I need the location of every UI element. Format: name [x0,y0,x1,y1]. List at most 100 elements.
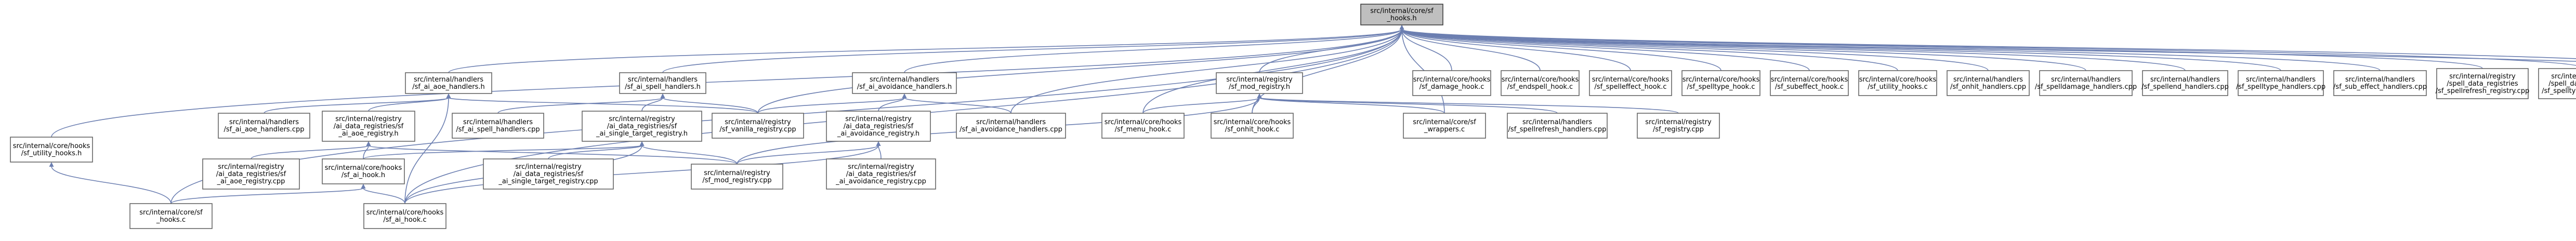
edge-aoe_reg_cpp-to-aoe_reg_h [251,145,369,159]
node-label-line: /sf_endspell_hook.c [1507,83,1573,91]
edge-hooks_c-to-utility_h [51,166,172,204]
node-box [10,137,93,163]
node-label-line: /sf_damage_hook.c [1420,83,1484,91]
file-node[interactable]: src/internal/handlers/sf_sub_effect_hand… [2333,70,2427,96]
file-node[interactable]: src/internal/registry/sf_mod_registry.cp… [691,164,783,190]
edge-aihook_c-to-aihook_h [363,188,405,204]
node-label-line: /sf_ai_avoidance_handlers.h [857,83,952,91]
file-node[interactable]: src/internal/registry/ai_data_registries… [826,158,936,190]
edge-avoid_reg_cpp-to-avoid_reg_h [878,145,882,159]
node-label-line: src/internal/core/sf [1370,7,1434,15]
file-node[interactable]: src/internal/core/hooks/sf_menu_hook.c [1101,113,1185,139]
file-node[interactable]: src/internal/registry/ai_data_registries… [582,111,702,142]
file-node[interactable]: src/internal/core/hooks/sf_onhit_hook.c [1211,113,1294,139]
edge-spell_cpp-to-spell_h [497,97,663,114]
nodes-layer: src/internal/core/sf_hooks.hsrc/internal… [10,4,2576,229]
file-node[interactable]: src/internal/handlers/sf_spellrefresh_ha… [1507,113,1608,139]
file-node[interactable]: src/internal/core/hooks/sf_spelltype_hoo… [1681,70,1760,96]
file-node[interactable]: src/internal/handlers/sf_ai_aoe_handlers… [218,113,310,139]
file-node[interactable]: src/internal/registry/ai_data_registries… [202,158,300,190]
node-box [1211,113,1294,139]
node-label-line: src/internal/core/hooks [1771,76,1848,84]
arrowhead-vanilla_cpp-to-spell_h [660,93,665,98]
node-label-line: src/internal/registry [725,118,791,126]
node-box [218,113,310,139]
file-node[interactable]: src/internal/registry/sf_mod_registry.h [1216,72,1303,94]
arrowhead-modreg_cpp-to-aoe_reg_h [366,141,371,146]
node-label-line: /ai_data_registries/sf [846,170,916,178]
file-node[interactable]: src/internal/core/hooks/sf_ai_hook.c [363,203,446,229]
node-label-line: /sf_ai_spell_handlers.cpp [456,126,540,133]
node-label-line: /sf_spellrefresh_registry.cpp [2436,87,2529,95]
file-node[interactable]: src/internal/handlers/sf_onhit_handlers.… [1947,70,2030,96]
node-box [2238,70,2324,96]
file-node[interactable]: src/internal/registry/spell_data_registr… [2538,68,2576,99]
file-node[interactable]: src/internal/handlers/sf_spelltype_handl… [2236,70,2325,96]
file-node[interactable]: src/internal/core/sf_hooks.c [129,203,213,229]
file-node[interactable]: src/internal/handlers/sf_spelldamage_han… [2035,70,2137,96]
node-label-line: /ai_data_registries/sf [844,123,914,130]
node-label-line: src/internal/core/hooks [1683,76,1760,84]
file-node[interactable]: src/internal/registry/ai_data_registries… [322,111,415,142]
file-node[interactable]: src/internal/registry/spell_data_registr… [2436,68,2529,99]
file-node[interactable]: src/internal/core/hooks/sf_endspell_hook… [1501,70,1580,96]
node-label-line: /sf_subeffect_hook.c [1775,83,1844,91]
root-node[interactable]: src/internal/core/sf_hooks.h [1360,4,1443,25]
node-label-line: /sf_utility_hooks.c [1868,83,1927,91]
file-node[interactable]: src/internal/core/hooks/sf_damage_hook.c [1412,70,1491,96]
node-box [1216,72,1303,94]
node-box [691,164,783,190]
node-label-line: src/internal/handlers [2150,76,2220,84]
node-box [322,158,405,184]
node-label-line: src/internal/core/sf [139,209,203,217]
node-label-line: src/internal/registry [218,163,284,171]
node-label-line: _wrappers.c [1424,126,1465,133]
file-node[interactable]: src/internal/handlers/sf_ai_avoidance_ha… [852,72,957,94]
edge-endspell_c-to-root [1401,29,1541,71]
edge-spelleffect_c-to-root [1401,29,1631,71]
edge-modreg_cpp-to-avoid_reg_h [737,145,879,165]
file-node[interactable]: src/internal/handlers/sf_ai_spell_handle… [452,113,544,139]
node-label-line: src/internal/core/hooks [1214,118,1291,126]
node-label-line: /sf_ai_aoe_handlers.h [412,83,485,91]
node-label-line: src/internal/registry [1645,118,1712,126]
node-box [1501,70,1580,96]
node-label-line: src/internal/handlers [229,118,299,126]
file-node[interactable]: src/internal/registry/sf_vanilla_registr… [712,113,804,139]
node-label-line: src/internal/handlers [1522,118,1592,126]
file-node[interactable]: src/internal/handlers/sf_spellend_handle… [2141,70,2229,96]
edge-utility_c-to-root [1401,29,1898,71]
file-node[interactable]: src/internal/handlers/sf_ai_avoidance_ha… [956,113,1066,139]
file-node[interactable]: src/internal/core/sf_wrappers.c [1403,113,1486,139]
node-box [2142,70,2228,96]
node-label-line: /sf_spelltype_handlers.cpp [2236,83,2325,91]
edge-wrappers_c-to-root [1401,29,1445,114]
node-label-line: /sf_spelltype_registry.cpp [2542,87,2576,95]
file-node[interactable]: src/internal/core/hooks/sf_subeffect_hoo… [1770,70,1849,96]
node-label-line: /ai_data_registries/sf [607,123,677,130]
file-node[interactable]: src/internal/core/hooks/sf_utility_hooks… [1858,70,1937,96]
node-box [1507,113,1608,139]
file-node[interactable]: src/internal/registry/ai_data_registries… [483,158,614,190]
node-box [1589,70,1672,96]
node-label-line: src/internal/core/hooks [1502,76,1579,84]
file-node[interactable]: src/internal/core/hooks/sf_utility_hooks… [10,137,93,163]
node-box [2333,70,2427,96]
node-label-line: /sf_menu_hook.c [1115,126,1172,133]
file-node[interactable]: src/internal/core/hooks/sf_spelleffect_h… [1589,70,1672,96]
arrowhead-aihook_c-to-single_reg_h [639,141,645,146]
edge-modreg_cpp-to-single_reg_h [641,145,738,165]
file-node[interactable]: src/internal/handlers/sf_ai_aoe_handlers… [405,72,492,94]
file-node[interactable]: src/internal/core/hooks/sf_ai_hook.h [322,158,405,184]
file-node[interactable]: src/internal/registry/ai_data_registries… [826,111,931,142]
node-label-line: /spell_data_registries [2447,80,2518,88]
node-label-line: /sf_utility_hooks.h [21,150,82,157]
file-node[interactable]: src/internal/handlers/sf_ai_spell_handle… [619,72,706,94]
node-box [322,111,415,142]
edge-spelltype_c-to-root [1401,29,1721,71]
file-node[interactable]: src/internal/registry/sf_registry.cpp [1637,113,1720,139]
node-box [582,111,702,142]
edge-menu_c-to-modreg_h [1142,97,1260,114]
node-label-line: src/internal/core/hooks [325,164,402,172]
